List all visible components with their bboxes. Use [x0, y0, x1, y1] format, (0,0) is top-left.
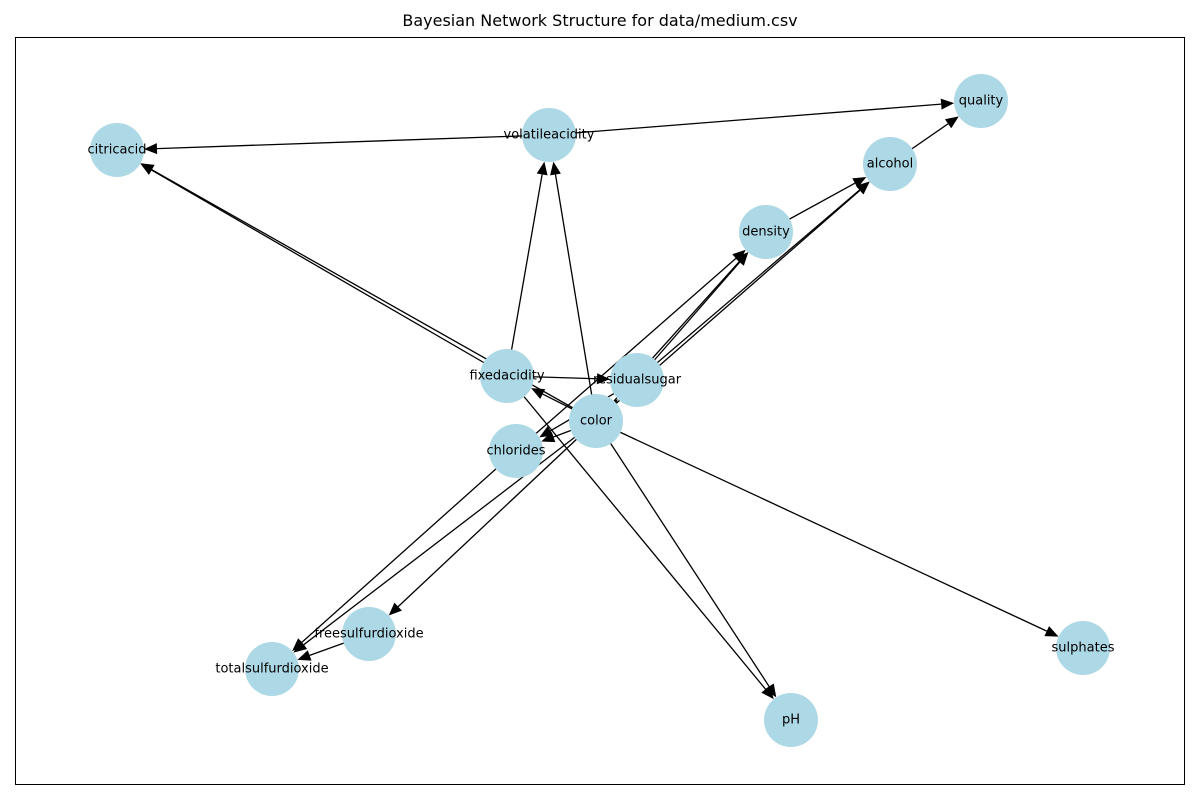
edge-line [515, 257, 737, 452]
node-label: pH [782, 713, 800, 728]
node-label: sulphates [1052, 641, 1115, 656]
edge-line [156, 134, 550, 150]
edge-line [595, 420, 1048, 632]
node-residualsugar: residualsugar [593, 353, 682, 407]
node-label: totalsulfurdioxide [215, 662, 328, 677]
node-pH: pH [764, 693, 818, 747]
arrowhead [541, 431, 556, 443]
edge-color-to-volatileacidity [550, 161, 597, 422]
arrowhead [1044, 626, 1059, 637]
node-circle [90, 123, 144, 177]
nodes-layer: quality volatileacidity citricacid alcohol d… [88, 74, 1115, 747]
arrowhead [764, 683, 777, 698]
edge-line [506, 375, 767, 690]
arrowhead [536, 161, 548, 176]
arrowhead [550, 161, 561, 176]
node-circle [863, 137, 917, 191]
arrowhead [856, 181, 870, 195]
arrowhead [940, 98, 955, 110]
edge-line [397, 420, 597, 608]
node-alcohol: alcohol [863, 137, 917, 191]
edge-line [151, 169, 508, 377]
arrowhead [292, 638, 306, 652]
node-label: alcohol [867, 157, 913, 172]
edge-fixedacidity-to-volatileacidity [506, 161, 548, 377]
node-label: fixedacidity [469, 369, 544, 384]
node-circle [569, 394, 623, 448]
node-freesulfurdioxide: freesulfurdioxide [314, 607, 424, 661]
edge-color-to-sulphates [595, 420, 1059, 637]
edge-chlorides-to-density [515, 249, 746, 452]
node-label: residualsugar [593, 373, 682, 388]
node-sulphates: sulphates [1052, 621, 1115, 675]
node-label: chlorides [487, 444, 546, 459]
edge-color-to-totalsulfurdioxide [293, 420, 597, 653]
edge-color-to-pH [595, 420, 777, 698]
node-chlorides: chlorides [487, 424, 546, 478]
edge-line [303, 420, 597, 646]
node-circle [764, 693, 818, 747]
edge-line [636, 189, 861, 381]
node-quality: quality [954, 74, 1008, 128]
plot-frame [15, 37, 1185, 785]
node-circle [522, 108, 576, 162]
edge-line [554, 174, 597, 422]
arrowhead [531, 388, 546, 399]
arrowhead [140, 163, 155, 175]
edge-volatileacidity-to-citricacid [143, 134, 550, 155]
page-title: Bayesian Network Structure for data/medi… [402, 11, 798, 30]
arrowhead [388, 602, 402, 616]
node-density: density [739, 205, 793, 259]
node-fixedacidity: fixedacidity [469, 349, 545, 403]
node-circle [954, 74, 1008, 128]
node-label: color [580, 414, 613, 429]
node-label: citricacid [88, 143, 147, 158]
arrowhead [852, 176, 867, 189]
node-circle [1056, 621, 1110, 675]
arrowhead [297, 650, 312, 661]
edge-fixedacidity-to-citricacid [140, 163, 508, 377]
edge-chlorides-to-totalsulfurdioxide [292, 450, 517, 652]
node-circle [739, 205, 793, 259]
node-circle [342, 607, 396, 661]
edge-line [301, 450, 517, 643]
arrowhead [143, 143, 158, 155]
node-label: quality [959, 94, 1004, 109]
edge-volatileacidity-to-quality [548, 98, 955, 136]
edge-line [548, 103, 942, 136]
node-circle [489, 424, 543, 478]
node-label: freesulfurdioxide [314, 627, 423, 642]
arrowhead [944, 116, 959, 129]
edge-line [506, 174, 543, 377]
node-circle [245, 642, 299, 696]
edge-color-to-freesulfurdioxide [388, 420, 597, 616]
arrowhead [732, 249, 746, 263]
node-circle [610, 353, 664, 407]
node-label: density [742, 225, 790, 240]
node-totalsulfurdioxide: totalsulfurdioxide [215, 642, 329, 696]
node-citricacid: citricacid [88, 123, 147, 177]
node-color: color [569, 394, 623, 448]
node-circle [480, 349, 534, 403]
node-label: volatileacidity [504, 128, 595, 143]
arrowhead [735, 252, 748, 266]
node-volatileacidity: volatileacidity [504, 108, 595, 162]
arrowhead [596, 373, 611, 385]
edge-line [595, 420, 770, 687]
